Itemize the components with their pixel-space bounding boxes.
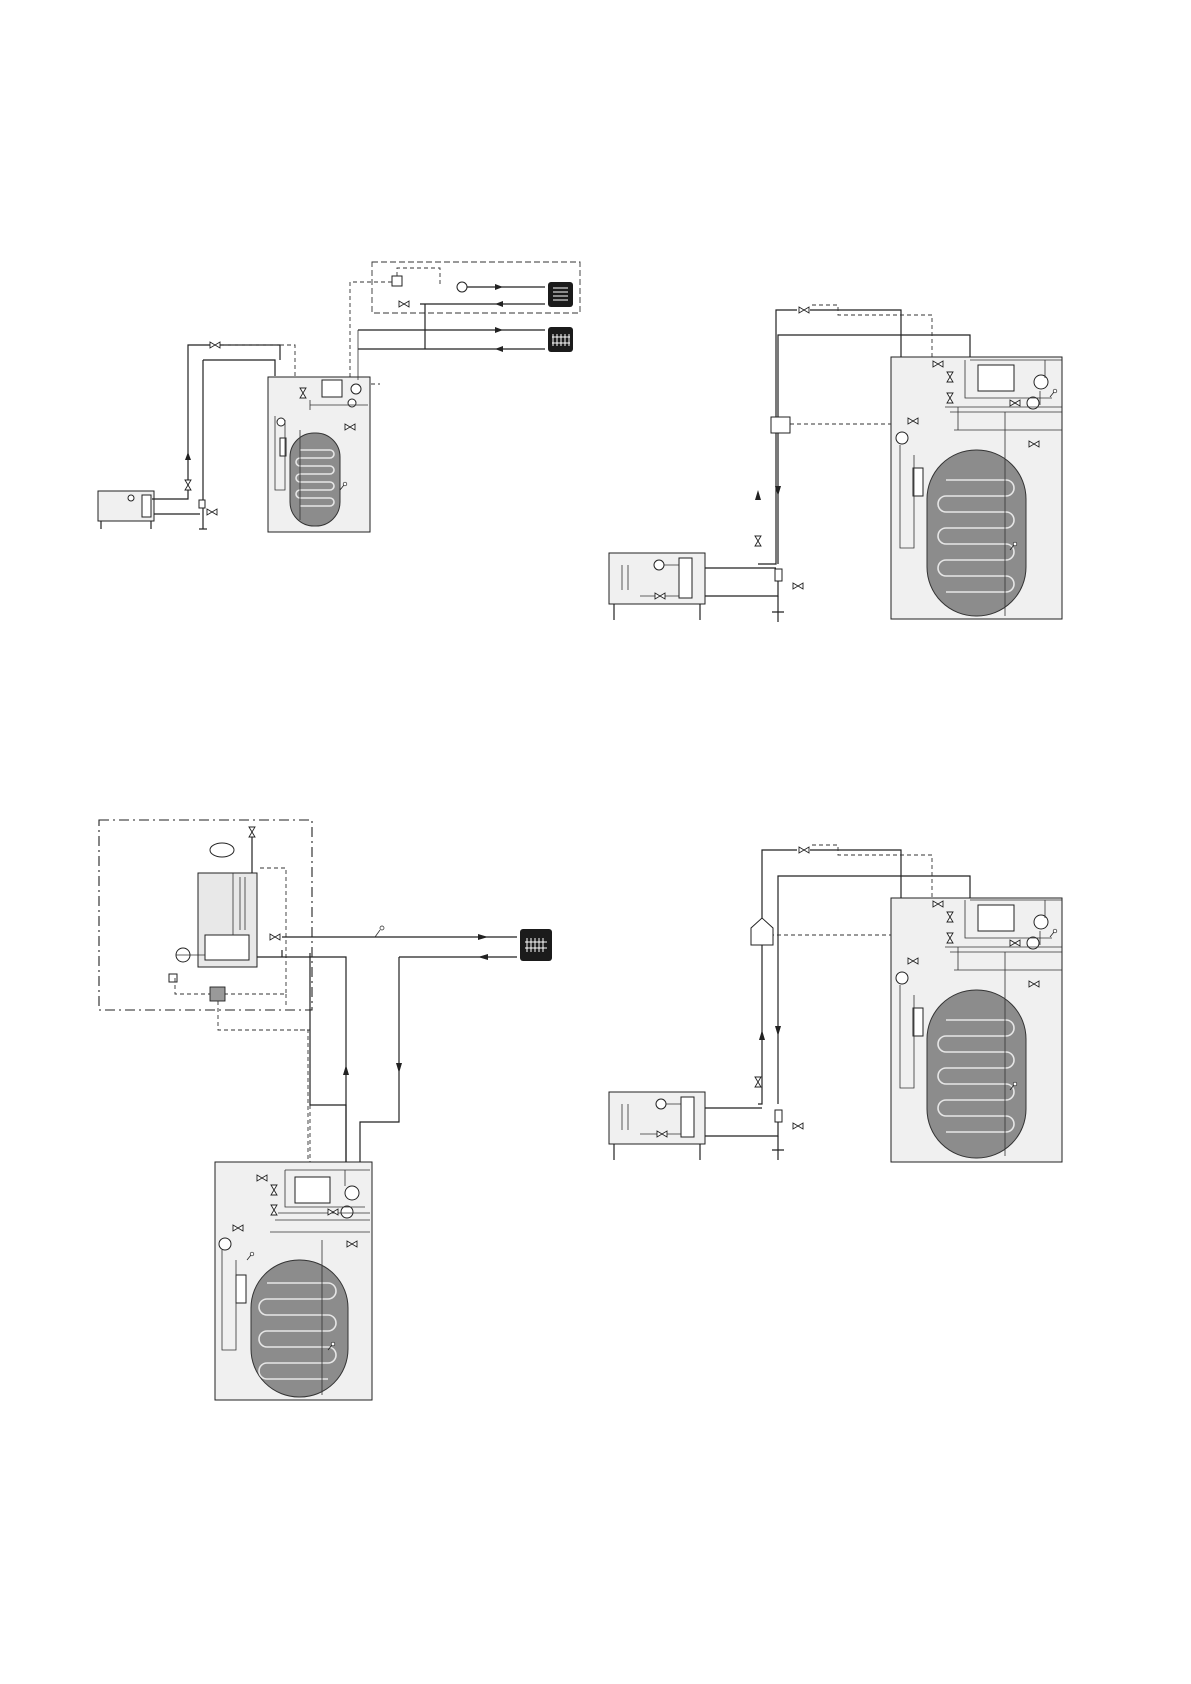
heat-exchanger-box-2 bbox=[978, 365, 1014, 391]
floor-supply-pipes bbox=[420, 287, 545, 304]
diagram-1 bbox=[98, 262, 580, 532]
circulation-pump-2 bbox=[1034, 375, 1048, 389]
circulation-pump-4 bbox=[1034, 915, 1048, 929]
diagram-2 bbox=[609, 305, 1062, 622]
heat-exchanger-box-3 bbox=[295, 1177, 330, 1203]
heat-exchanger-box-4 bbox=[978, 905, 1014, 931]
diagram-4 bbox=[609, 845, 1062, 1162]
control-box-2 bbox=[771, 417, 790, 433]
mixing-pump-icon bbox=[457, 282, 467, 292]
floor-heating-icon bbox=[548, 282, 573, 307]
water-heater-tank-1 bbox=[290, 433, 340, 526]
heat-exchanger-box-1 bbox=[322, 380, 342, 397]
diagram-3 bbox=[99, 820, 552, 1400]
radiator-pipes bbox=[358, 304, 545, 349]
expansion-vessel-4 bbox=[751, 918, 773, 945]
expansion-vessel-3 bbox=[210, 843, 234, 857]
radiator-icon-3 bbox=[520, 929, 552, 961]
circulation-pump-3 bbox=[345, 1186, 359, 1200]
mixing-controller bbox=[392, 276, 402, 286]
controller-3 bbox=[210, 987, 225, 1001]
